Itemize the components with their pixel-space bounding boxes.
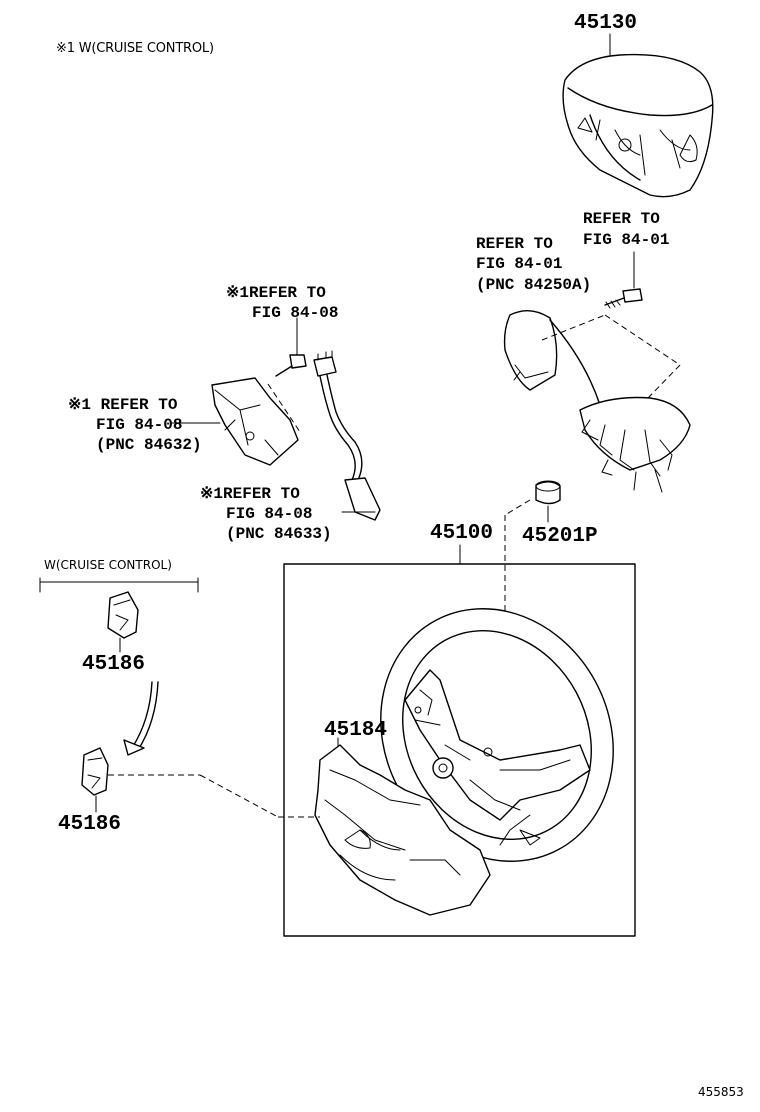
wire-harness-84633[interactable]: [313, 350, 381, 521]
part-number-45186-b[interactable]: 45186: [58, 813, 122, 836]
ref-clock-line2[interactable]: FIG 84-08: [252, 304, 339, 322]
ref-84632-line2[interactable]: FIG 84-08: [96, 416, 183, 434]
ref-bolt-line2[interactable]: FIG 84-01: [583, 231, 670, 249]
ref-84250A-line3[interactable]: (PNC 84250A): [476, 276, 592, 294]
cruise-group-label: W(CRUISE CONTROL): [44, 558, 172, 572]
ref-84633-line2[interactable]: FIG 84-08: [226, 505, 313, 523]
ref-84250A-line1[interactable]: REFER TO: [476, 235, 553, 253]
cover-assembly-84250A[interactable]: [503, 310, 691, 493]
steering-wheel-45100[interactable]: [337, 568, 657, 903]
ref-84632-line3[interactable]: (PNC 84632): [96, 436, 202, 454]
figure-id: 455853: [698, 1085, 744, 1099]
ecu-84632[interactable]: [171, 317, 307, 466]
part-number-45201P[interactable]: 45201P: [522, 525, 598, 548]
cruise-group-bracket: [39, 577, 199, 593]
airbag-pad-45130[interactable]: [562, 33, 714, 198]
direction-arrow-icon: [123, 681, 159, 756]
cruise-switch-45186-b[interactable]: [81, 747, 109, 813]
bolt-icon[interactable]: [604, 251, 643, 309]
ref-84633-line3[interactable]: (PNC 84633): [226, 525, 332, 543]
ref-84632-line1[interactable]: ※1 REFER TO: [68, 396, 178, 414]
ref-84633-line1[interactable]: ※1REFER TO: [200, 485, 300, 503]
part-number-45130[interactable]: 45130: [574, 12, 638, 35]
ref-clock-line1[interactable]: ※1REFER TO: [226, 284, 326, 302]
part-number-45100[interactable]: 45100: [430, 522, 494, 545]
ref-84250A-line2[interactable]: FIG 84-01: [476, 255, 563, 273]
cruise-switch-45186-a[interactable]: [107, 591, 139, 653]
part-number-45186-a[interactable]: 45186: [82, 653, 146, 676]
part-number-45184[interactable]: 45184: [324, 719, 388, 742]
ref-bolt-line1[interactable]: REFER TO: [583, 210, 660, 228]
cruise-switch-leader: [199, 774, 279, 818]
lower-cover-45184[interactable]: [314, 737, 491, 916]
note-cruise-control: ※1 W(CRUISE CONTROL): [56, 41, 214, 56]
